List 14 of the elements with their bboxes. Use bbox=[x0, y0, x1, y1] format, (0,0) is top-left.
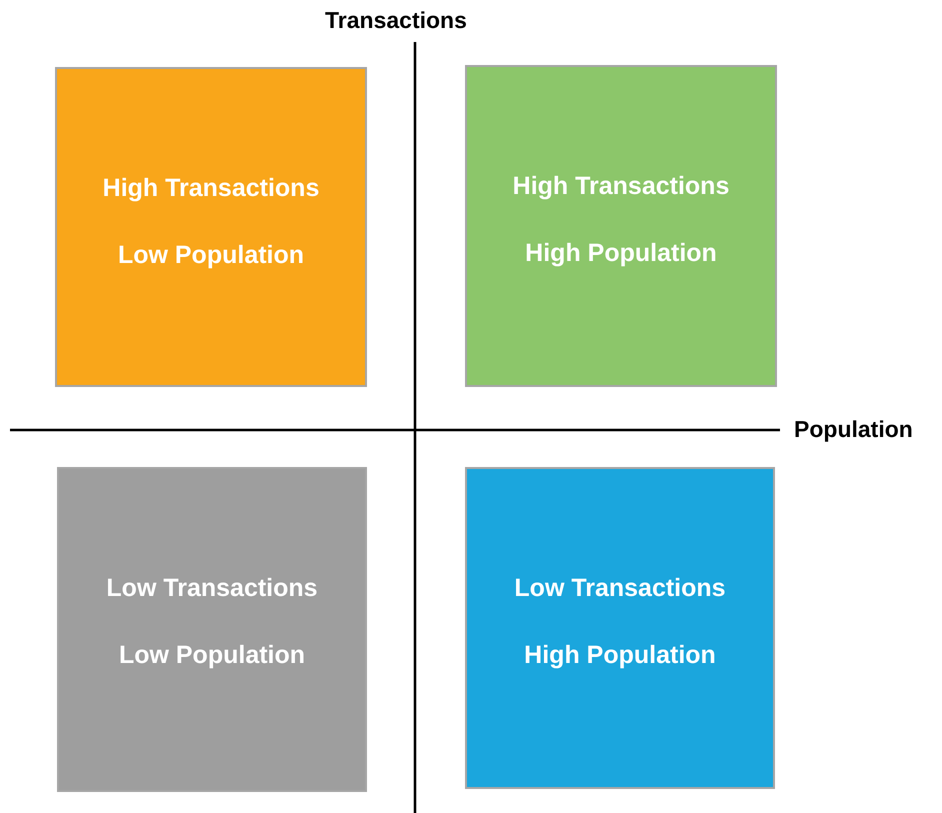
quadrant-label: High Transactions bbox=[102, 173, 320, 203]
quadrant-box bbox=[465, 65, 777, 387]
quadrant-label: Low Population bbox=[118, 640, 306, 670]
quadrant-box bbox=[57, 467, 367, 792]
quadrant-label: High Population bbox=[525, 238, 717, 268]
axis-title: Transactions bbox=[325, 7, 467, 34]
quadrant-label: High Transactions bbox=[512, 171, 730, 201]
axis-title: Population bbox=[794, 416, 913, 443]
quadrant-label: Low Population bbox=[118, 240, 304, 270]
quadrant-label: Low Transactions bbox=[514, 573, 726, 603]
quadrant-label: Low Transactions bbox=[106, 573, 318, 603]
quadrant-box bbox=[465, 467, 775, 789]
quadrant-label: High Population bbox=[524, 640, 716, 670]
quadrant-box bbox=[55, 67, 367, 387]
